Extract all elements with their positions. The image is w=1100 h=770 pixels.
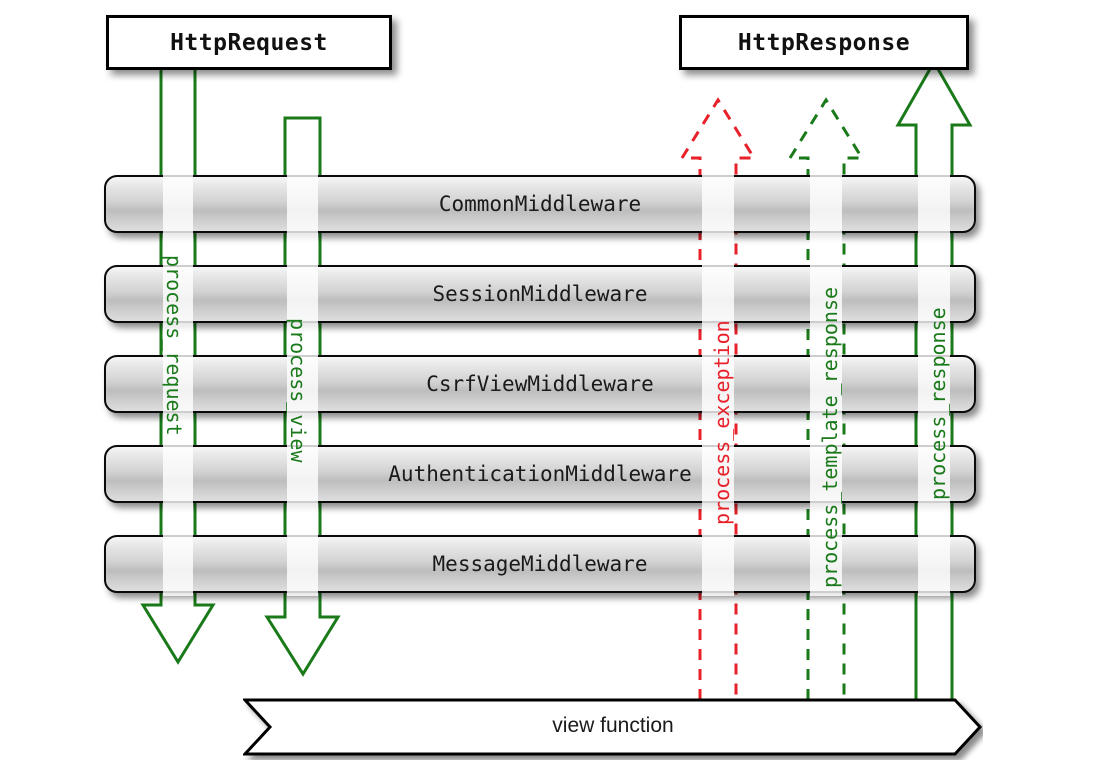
http-response-box[interactable]: HttpResponse [679, 15, 969, 70]
view-function-node[interactable]: view function [241, 698, 983, 756]
middleware-bar-csrfview[interactable]: CsrfViewMiddleware [104, 355, 976, 413]
arrow-process-request [140, 70, 216, 665]
flow-label-process-template-response: process_template_response [818, 286, 842, 588]
view-function-shape [241, 698, 983, 756]
middleware-bar-common[interactable]: CommonMiddleware [104, 175, 976, 233]
middleware-bar-message[interactable]: MessageMiddleware [104, 535, 976, 593]
flow-label-process-exception: process_exception [710, 320, 734, 525]
arrow-process-exception [679, 97, 757, 700]
flow-label-process-view: process_view [286, 318, 310, 463]
arrow-process-template-response [787, 97, 865, 700]
http-request-box[interactable]: HttpRequest [106, 15, 392, 70]
middleware-bar-authentication[interactable]: AuthenticationMiddleware [104, 445, 976, 503]
flow-label-process-response: process_response [926, 307, 950, 500]
view-function-label: view function [552, 714, 674, 737]
flow-label-process-request: process_request [162, 255, 186, 436]
middleware-bar-session[interactable]: SessionMiddleware [104, 265, 976, 323]
